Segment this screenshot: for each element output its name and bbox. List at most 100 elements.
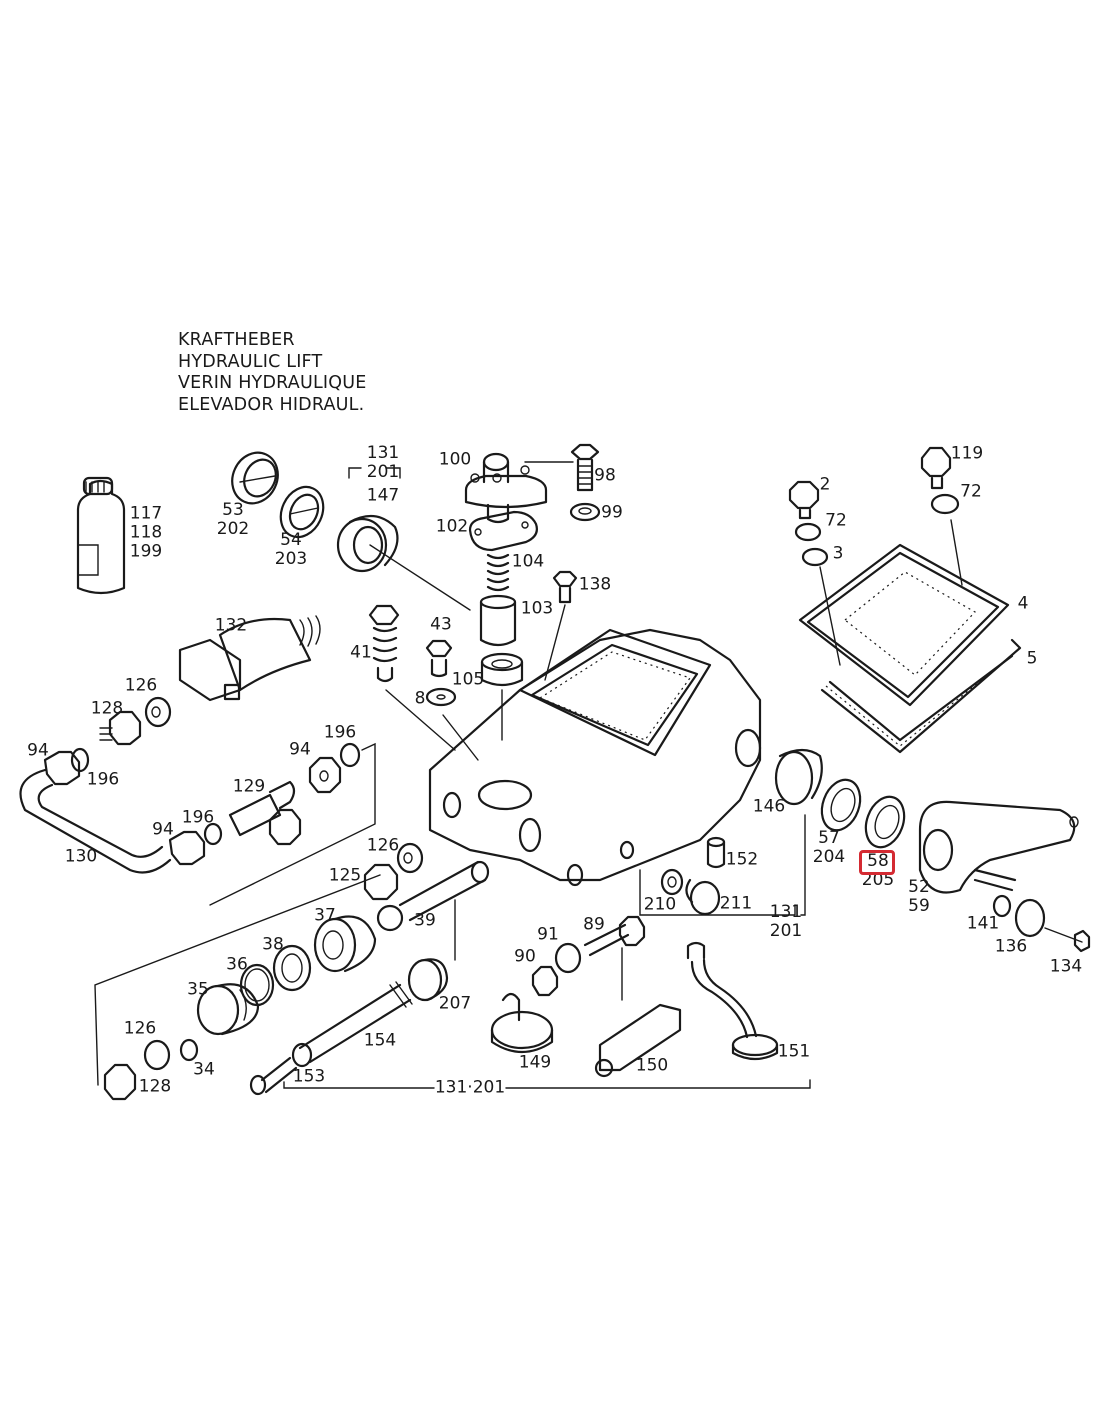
seal-196-a-part [70, 747, 90, 773]
part-label-146: 146 [752, 796, 786, 817]
part-label-196-b: 196 [323, 722, 357, 743]
ring-39-part [376, 904, 404, 932]
part-label-150: 150 [635, 1055, 669, 1076]
lift-arm-52-part [918, 800, 1079, 894]
spring-104-part [486, 553, 510, 592]
lift-housing-part [428, 628, 796, 916]
part-label-39: 39 [414, 910, 436, 931]
bracket-131-201-right [800, 814, 806, 916]
nut-90-part [531, 965, 559, 997]
seal-196-b-part [339, 742, 361, 768]
part-label-43: 43 [430, 614, 452, 635]
part-label-134: 134 [1049, 956, 1083, 977]
seal-53-part [231, 451, 279, 505]
part-label-5: 5 [1026, 648, 1038, 669]
part-label-3: 3 [832, 543, 844, 564]
title-english: HYDRAULIC LIFT [178, 351, 323, 372]
foot-149-part [490, 992, 554, 1053]
part-label-98: 98 [594, 465, 616, 486]
nut-94-b-part [308, 756, 342, 794]
part-label-36: 36 [226, 954, 248, 975]
part-label-94-c: 94 [152, 819, 174, 840]
bushing-147-part [336, 515, 471, 611]
seal-196-c-part [203, 822, 223, 846]
part-label-58-205: 58 205 [861, 851, 895, 890]
part-label-90: 90 [514, 946, 536, 967]
bracket-131-201-top [348, 467, 401, 479]
part-label-211: 211 [719, 893, 753, 914]
bolt-119-part [920, 446, 952, 490]
bracket-131-201-bottom [283, 1079, 811, 1089]
part-label-153: 153 [292, 1066, 326, 1087]
part-label-130: 130 [64, 846, 98, 867]
piston-103-part [479, 594, 517, 647]
part-label-126-b: 126 [366, 835, 400, 856]
part-label-35: 35 [187, 979, 209, 1000]
seal-54-part [279, 485, 325, 539]
part-label-38: 38 [262, 934, 284, 955]
title-german: KRAFTHEBER [178, 330, 295, 350]
part-label-103: 103 [520, 598, 554, 619]
plug-211-part [685, 878, 721, 916]
washer-126-part [144, 696, 172, 728]
part-label-52-59: 52 59 [908, 877, 930, 916]
part-label-149: 149 [518, 1052, 552, 1073]
part-label-151: 151 [777, 1041, 811, 1062]
part-label-138: 138 [578, 574, 612, 595]
washer-72-a-part [794, 522, 822, 542]
part-label-117-118-199: 117 118 199 [129, 503, 163, 562]
washer-126-b-part [396, 842, 424, 874]
pin-152-part [706, 836, 726, 869]
washer-72-b-part [930, 493, 963, 586]
part-label-147: 147 [366, 485, 400, 506]
part-label-2: 2 [819, 474, 831, 495]
washer-141-part [992, 894, 1012, 918]
washer-136-part [1014, 898, 1046, 938]
part-label-125: 125 [328, 865, 362, 886]
tube-130-part [19, 750, 206, 874]
cylinder-132-part [178, 615, 321, 702]
plug-43-part [425, 639, 453, 678]
lever-150-part [594, 1003, 682, 1078]
plug-125-part [363, 863, 399, 901]
part-label-100: 100 [438, 449, 472, 470]
plug-41-part [368, 604, 456, 751]
fitting-128-b-part [103, 1063, 137, 1101]
part-label-72-b: 72 [960, 481, 982, 502]
part-label-154: 154 [363, 1030, 397, 1051]
part-label-104: 104 [511, 551, 545, 572]
bolt-134-part [1044, 927, 1091, 953]
shaft-154-part [298, 981, 413, 1064]
part-label-196-c: 196 [181, 807, 215, 828]
washer-126-c-part [143, 1039, 171, 1071]
part-label-34: 34 [193, 1059, 215, 1080]
part-label-99: 99 [601, 502, 623, 523]
part-label-41: 41 [350, 642, 372, 663]
part-label-207: 207 [438, 993, 472, 1014]
washer-8-part [425, 687, 479, 761]
part-label-54-203: 54 203 [274, 530, 308, 569]
part-label-72-a: 72 [825, 510, 847, 531]
bushing-34-part [179, 1038, 199, 1062]
part-label-136: 136 [994, 936, 1028, 957]
plate-102-part [468, 503, 538, 552]
pin-153-part [249, 1042, 313, 1096]
gasket-5-part [820, 638, 1022, 754]
part-label-196-a: 196 [86, 769, 120, 790]
washer-210-part [660, 868, 684, 896]
part-label-102: 102 [435, 516, 469, 537]
bushing-146-part [774, 748, 823, 806]
part-label-4: 4 [1017, 593, 1029, 614]
part-label-57-204: 57 204 [812, 828, 846, 867]
highlighted-part-58-box [859, 850, 895, 875]
oil-bottle-part [76, 476, 126, 595]
part-label-8: 8 [414, 688, 426, 709]
bolt-2-part [788, 480, 820, 520]
part-label-91: 91 [537, 924, 559, 945]
title-french: VERIN HYDRAULIQUE [178, 373, 367, 393]
seal-105-part [480, 652, 524, 741]
bolt-98-part [570, 443, 600, 492]
bracket-left-main [94, 874, 381, 1086]
